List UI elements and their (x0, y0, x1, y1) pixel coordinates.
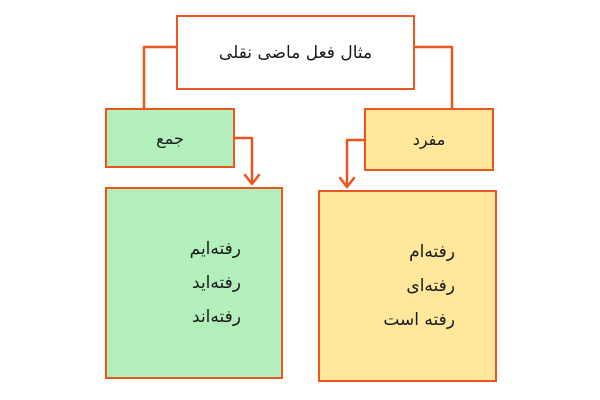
singular-example-3: رفته است (383, 310, 455, 330)
arrowhead-plural (243, 173, 261, 186)
plural-example-1: رفته‌ایم (189, 239, 241, 259)
title-text: مثال فعل ماضی نقلی (218, 42, 373, 63)
plural-label-box: جمع (105, 108, 235, 168)
title-box: مثال فعل ماضی نقلی (176, 15, 415, 90)
singular-label-box: مفرد (364, 108, 494, 171)
connector-title-to-plural (142, 45, 178, 110)
connector-plural-to-list (233, 136, 254, 185)
connector-singular-to-list (345, 138, 366, 188)
singular-examples-box: رفته‌ام رفته‌ای رفته است (318, 190, 497, 382)
plural-examples-box: رفته‌ایم رفته‌اید رفته‌اند (105, 187, 283, 379)
singular-example-2: رفته‌ای (406, 276, 455, 296)
plural-example-2: رفته‌اید (192, 273, 241, 293)
arrowhead-singular (338, 176, 356, 189)
singular-example-1: رفته‌ام (409, 242, 455, 262)
singular-label: مفرد (412, 130, 446, 149)
connector-title-to-singular (413, 45, 454, 110)
plural-label: جمع (156, 128, 184, 148)
plural-example-3: رفته‌اند (192, 307, 241, 327)
